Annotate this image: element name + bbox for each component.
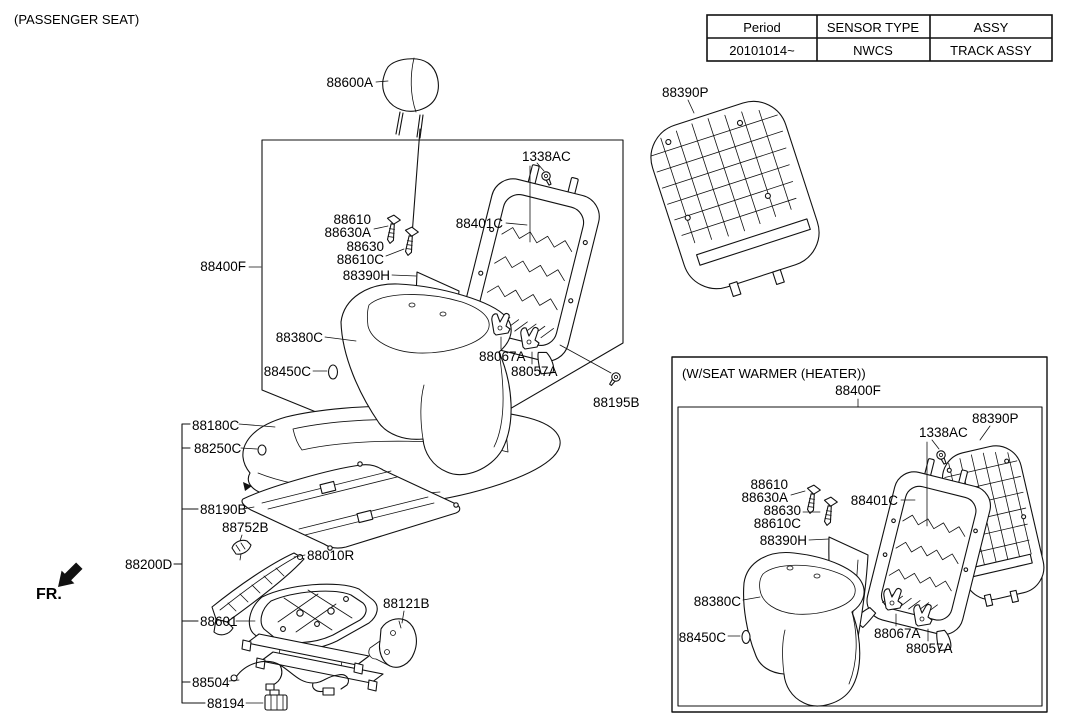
warmer-outer-box — [671, 356, 1048, 713]
connector-drawing — [264, 689, 288, 711]
warmer-part-label-88380c: 88380C — [694, 594, 742, 609]
info-table-cell-sensor-type: NWCS — [853, 43, 893, 58]
warmer-part-label-88401c: 88401C — [851, 493, 899, 508]
part-label-88610: 88610 — [333, 212, 371, 227]
warmer-part-label-88630a: 88630A — [741, 490, 788, 505]
part-label-88250c: 88250C — [194, 441, 242, 456]
info-table: Period SENSOR TYPE ASSY 20101014~ NWCS T… — [706, 14, 1053, 62]
warmer-seatback-cushion-drawing — [741, 551, 865, 707]
warmer-part-label-1338ac: 1338AC — [919, 425, 968, 440]
page-title: (PASSENGER SEAT) — [14, 12, 139, 27]
screw-icon — [803, 483, 822, 515]
seat-warmer-section: (W/SEAT WARMER (HEATER)) 88400F — [671, 356, 1048, 713]
part-label-88121b: 88121B — [383, 596, 430, 611]
part-label-88401c: 88401C — [456, 216, 504, 231]
seat-track-drawing — [241, 583, 384, 692]
part-label-88610c: 88610C — [337, 252, 385, 267]
screw-icon — [820, 495, 839, 527]
part-label-88752b: 88752B — [222, 520, 269, 535]
warmer-part-label-88057a: 88057A — [906, 641, 953, 656]
warmer-part-label-88610c: 88610C — [754, 516, 802, 531]
warmer-part-label-88390p: 88390P — [972, 411, 1019, 426]
part-label-88067a: 88067A — [479, 349, 526, 364]
part-label-88630: 88630 — [346, 239, 384, 254]
part-label-88010r: 88010R — [307, 548, 355, 563]
part-label-88601: 88601 — [200, 614, 238, 629]
part-label-88180c: 88180C — [192, 418, 240, 433]
grommet-icon — [741, 629, 751, 645]
part-label-88390h: 88390H — [343, 268, 390, 283]
side-trim-drawing — [211, 552, 305, 636]
part-label-88504: 88504 — [192, 675, 230, 690]
info-table-cell-assy: TRACK ASSY — [950, 43, 1032, 58]
part-label-88057a: 88057A — [511, 364, 558, 379]
warmer-part-label-88630: 88630 — [763, 503, 801, 518]
suspension-pad-drawing — [241, 461, 461, 551]
info-table-header-assy: ASSY — [974, 20, 1009, 35]
warmer-part-label-88390h: 88390H — [760, 533, 807, 548]
seatback-cushion-drawing — [327, 283, 512, 476]
info-table-header-sensor-type: SENSOR TYPE — [827, 20, 920, 35]
info-table-header-period: Period — [743, 20, 781, 35]
bolt-icon — [606, 370, 623, 388]
main-labels: 88600A 88610 88630A 88630 88610C 1338AC … — [125, 75, 709, 711]
part-label-88450c: 88450C — [264, 364, 312, 379]
part-label-88600a: 88600A — [326, 75, 373, 90]
back-panel-drawing — [650, 100, 820, 298]
part-label-88190b: 88190B — [200, 502, 247, 517]
part-label-88200d: 88200D — [125, 557, 173, 572]
info-table-gridlines — [707, 15, 1052, 61]
warmer-part-label-88610: 88610 — [750, 477, 788, 492]
warmer-part-label-88450c: 88450C — [679, 630, 727, 645]
part-label-88630a: 88630A — [324, 225, 371, 240]
part-label-88195b: 88195B — [593, 395, 640, 410]
fr-arrow-icon — [58, 562, 83, 587]
fr-label: FR. — [36, 586, 62, 603]
warmer-part-label-88067a: 88067A — [874, 626, 921, 641]
fr-direction-marker: FR. — [36, 562, 83, 603]
warmer-part-label-88400f: 88400F — [835, 383, 881, 398]
grommet-icon — [327, 364, 339, 380]
part-label-88400f: 88400F — [200, 259, 246, 274]
clip-drawing — [231, 539, 252, 561]
side-cover-drawing — [368, 618, 417, 668]
part-label-88380c: 88380C — [276, 330, 324, 345]
warmer-section-title: (W/SEAT WARMER (HEATER)) — [682, 366, 866, 381]
bolt-icon — [539, 169, 555, 187]
warmer-labels: 1338AC 88390P 88610 88630A 88630 88610C … — [679, 411, 1019, 656]
info-table-cell-period: 20101014~ — [729, 43, 795, 58]
part-label-88194: 88194 — [207, 696, 245, 711]
screw-icon — [383, 213, 402, 245]
part-label-88390p: 88390P — [662, 85, 709, 100]
left-label-bracket — [173, 423, 206, 704]
screw-icon — [401, 225, 420, 257]
part-label-1338ac: 1338AC — [522, 149, 571, 164]
